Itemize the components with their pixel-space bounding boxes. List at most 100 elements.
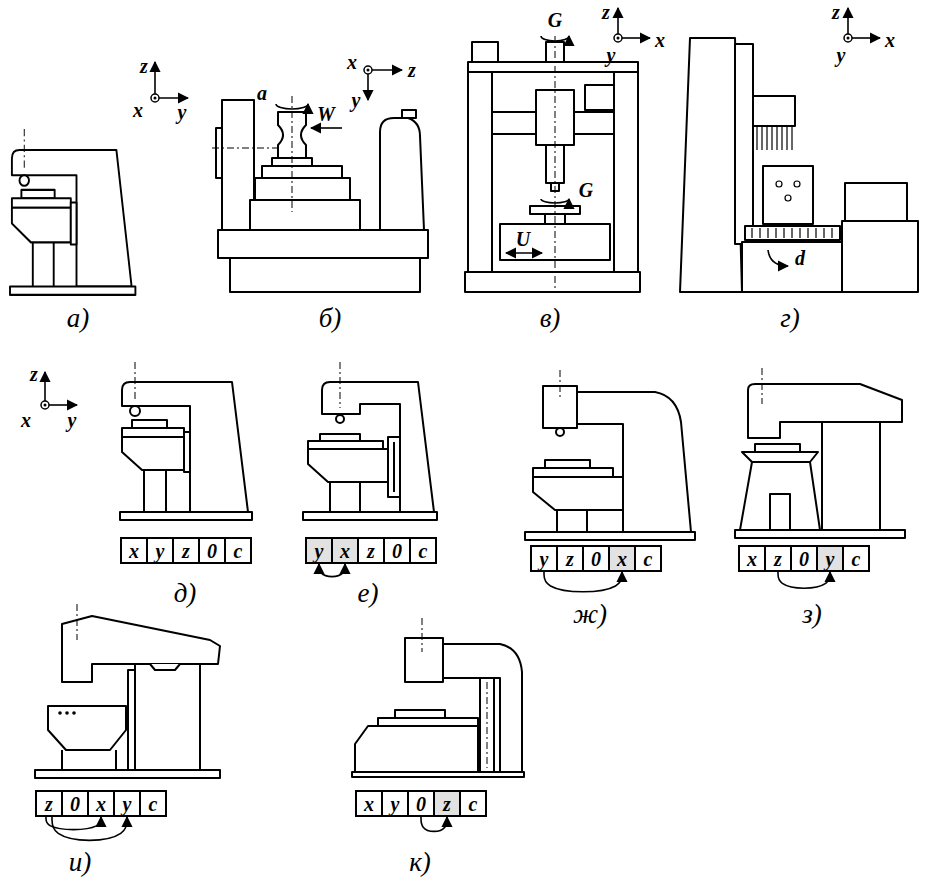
- table-leg: [61, 750, 63, 770]
- knee-mill-figure: [10, 129, 135, 295]
- panel-letter: г): [780, 305, 800, 332]
- guide-line: [393, 442, 395, 492]
- cell-letter: y: [123, 794, 132, 814]
- base: [303, 512, 437, 520]
- spindle-head: [753, 96, 795, 126]
- cell-letter: c: [234, 541, 243, 561]
- panel-letter: б): [319, 305, 342, 332]
- ram-slide: [150, 664, 180, 670]
- column: [822, 422, 880, 530]
- rotation-axis: [292, 96, 293, 212]
- spindle-nose: [556, 428, 564, 436]
- sequence-cell: c: [634, 545, 662, 572]
- knee-leg: [359, 482, 361, 512]
- column: [135, 664, 200, 770]
- rotation-arrow: [768, 250, 788, 266]
- tool: [776, 126, 777, 150]
- sequence-cell: 0: [582, 545, 610, 572]
- cell-letter: y: [391, 794, 400, 814]
- sequence-cell: c: [842, 545, 870, 572]
- panel-letter: а): [67, 305, 90, 332]
- bed: [218, 230, 428, 258]
- sequence-cell: x: [738, 545, 766, 572]
- axis-label: x: [133, 100, 143, 120]
- tooth: [775, 228, 776, 238]
- sequence-cell: z: [556, 545, 584, 572]
- sequence-cell: x: [608, 545, 636, 572]
- motion-symbol: W: [317, 104, 335, 124]
- cell-letter: y: [826, 549, 835, 569]
- column: [680, 38, 742, 292]
- table: [533, 468, 613, 477]
- bed-guided-mill-figure: [303, 362, 437, 520]
- cell-letter: c: [852, 549, 861, 569]
- sequence-cell: c: [459, 790, 487, 817]
- panel-letter: и): [69, 849, 92, 876]
- tool: [786, 126, 787, 150]
- table: [742, 452, 818, 462]
- cell-letter: z: [774, 549, 782, 569]
- sequence-cell: z: [764, 545, 792, 572]
- axis-arrow: [618, 37, 650, 39]
- swap-arc: [52, 817, 127, 840]
- axis-label: z: [140, 56, 148, 76]
- sequence-cell: z: [433, 790, 461, 817]
- slide-line: [487, 682, 488, 768]
- base: [465, 272, 640, 292]
- multi-spindle-tools: [757, 126, 792, 150]
- tool: [781, 126, 782, 150]
- tooth: [767, 228, 768, 238]
- swap-arc: [421, 817, 447, 831]
- cell-letter: 0: [207, 541, 217, 561]
- axis-label: x: [21, 410, 31, 430]
- cell-letter: c: [419, 541, 428, 561]
- base: [525, 532, 695, 540]
- axis-dot: [617, 37, 620, 40]
- axis-triad: [151, 62, 188, 102]
- ram: [748, 384, 902, 438]
- knee-mill-figure: [120, 362, 252, 520]
- workpiece: [395, 710, 445, 718]
- workpiece: [320, 434, 360, 441]
- feed-arrow: [311, 127, 342, 129]
- motion-symbol: U: [516, 229, 530, 249]
- axis-arrow: [368, 69, 402, 71]
- cell-letter: c: [149, 794, 158, 814]
- vertical-slide: [480, 678, 494, 772]
- cell-letter: 0: [70, 794, 80, 814]
- cell-letter: 0: [392, 541, 402, 561]
- sequence-cell: 0: [61, 790, 89, 817]
- axis-arrow: [44, 372, 46, 405]
- tooth: [823, 228, 824, 238]
- bed: [355, 726, 478, 772]
- cantilever-ram-figure: [35, 604, 220, 778]
- table: [378, 718, 478, 726]
- tool: [766, 126, 767, 150]
- hole: [776, 181, 782, 187]
- knee: [533, 477, 623, 510]
- sequence-cell: 0: [407, 790, 435, 817]
- sequence-cell: y: [381, 790, 409, 817]
- rotary-table: [745, 226, 840, 240]
- control-unit: [845, 183, 907, 221]
- sequence-cell: y: [113, 790, 141, 817]
- axis-triad: [364, 66, 402, 100]
- base: [230, 258, 420, 292]
- tooth: [783, 228, 784, 238]
- sequence-cell: 0: [790, 545, 818, 572]
- table-dot: [72, 711, 76, 715]
- axis-label: z: [602, 2, 610, 22]
- tooth: [807, 228, 808, 238]
- panel-letter: з): [802, 601, 822, 628]
- sequence-cell: x: [87, 790, 115, 817]
- tool: [761, 126, 762, 150]
- axis-label: y: [352, 90, 361, 110]
- sequence-cell: 0: [383, 537, 411, 564]
- axis-dot: [154, 97, 157, 100]
- ram: [62, 616, 220, 682]
- control-cabinet: [842, 221, 918, 292]
- cell-letter: x: [96, 794, 106, 814]
- panel-letter: ж): [573, 601, 607, 628]
